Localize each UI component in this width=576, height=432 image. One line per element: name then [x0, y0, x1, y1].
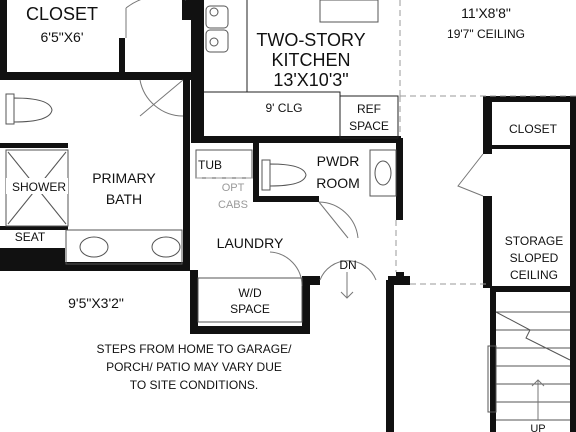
closet-door-swing: [125, 0, 186, 9]
opt-cabs-1: OPT: [222, 182, 245, 194]
wall-top-left-vertical: [0, 0, 7, 74]
powder-room-1: PWDR: [317, 153, 360, 169]
bath-toilet-tank: [5, 93, 15, 125]
note-line-2: PORCH/ PATIO MAY VARY DUE: [106, 360, 282, 374]
shower-label: SHOWER: [12, 180, 66, 194]
powder-room-2: ROOM: [316, 175, 360, 191]
wall-bath-right: [183, 78, 190, 270]
kitchen-dims: 13'X10'3": [273, 70, 348, 90]
kitchen-island: [319, 0, 379, 23]
tub-label: TUB: [198, 158, 222, 172]
wall-storage-bottom: [490, 286, 576, 292]
wall-stair-top-left: [310, 276, 320, 285]
shower-label-bg: [6, 178, 68, 194]
kitchen-clg: 9' CLG: [266, 101, 303, 115]
cooktop-burner-1: [209, 7, 219, 17]
tub-outline: [195, 149, 253, 179]
note-line-3: TO SITE CONDITIONS.: [130, 378, 258, 392]
wall-seat-block: [0, 248, 65, 271]
opt-cabs-2: CABS: [218, 199, 248, 211]
wall-storage-left-top: [483, 96, 492, 154]
seat-label: SEAT: [15, 230, 46, 244]
wall-closet-bottom: [0, 72, 195, 80]
pwdr-sink: [374, 160, 392, 186]
great-room-ceiling: 19'7" CEILING: [447, 27, 525, 41]
wall-seat-top: [0, 226, 68, 230]
ref-space-2: SPACE: [349, 119, 389, 133]
primary-bath-2: BATH: [106, 191, 142, 207]
site-note: STEPS FROM HOME TO GARAGE/ PORCH/ PATIO …: [97, 342, 293, 392]
pwdr-toilet-bowl: [269, 163, 307, 187]
ref-space-1: REF: [357, 102, 381, 116]
bath-door-swing: [139, 79, 184, 117]
kitchen-dishwasher: [205, 29, 229, 53]
kitchen-sink: [205, 5, 229, 29]
storage-1: STORAGE: [505, 234, 563, 248]
stairs-up: [487, 311, 571, 421]
room-labels: CLOSET 6'5"X6' TWO-STORY KITCHEN 13'X10'…: [6, 4, 563, 432]
pwdr-door-leaf: [318, 201, 349, 239]
pwdr-vanity: [369, 149, 397, 197]
wall-powder-right: [396, 138, 403, 220]
wall-stair-right: [386, 280, 394, 432]
kitchen-name-2: KITCHEN: [271, 50, 350, 70]
bath-sink-left: [79, 236, 109, 258]
wd-space-box: [197, 277, 303, 323]
ref-space-box: [339, 95, 399, 139]
pwdr-toilet-tank: [261, 159, 271, 191]
wall-storage-divider: [483, 145, 576, 149]
storage-2: SLOPED: [510, 251, 559, 265]
wd-space-1: W/D: [238, 286, 262, 300]
bath-sink-right: [151, 236, 181, 258]
kitchen-counter-line: [204, 91, 341, 138]
stair-break-line: [495, 311, 571, 361]
great-room-dims: 11'X8'8": [461, 5, 511, 21]
closet-right-door: [457, 153, 484, 197]
pwdr-door-swing: [318, 201, 359, 239]
laundry-door-swing: [269, 251, 303, 287]
lower-area-dims: 9'5"X3'2": [68, 295, 124, 311]
closet-top-dims: 6'5"X6': [40, 29, 83, 45]
bath-toilet-bowl: [13, 97, 53, 123]
dn-label: DN: [339, 258, 356, 272]
stair-rail: [487, 345, 497, 413]
bath-door-leaf: [139, 79, 184, 117]
primary-bath-1: PRIMARY: [92, 170, 156, 186]
wall-powder-left: [253, 143, 259, 200]
closet-top-name: CLOSET: [26, 4, 98, 24]
wall-closet-right-top: [483, 96, 576, 102]
stairs-up-label: UP: [530, 423, 545, 432]
kitchen-name-1: TWO-STORY: [256, 30, 365, 50]
dn-stair-door: [319, 260, 377, 281]
wall-storage-right: [570, 96, 576, 432]
wall-laundry-bottom: [190, 326, 308, 334]
wall-kitchen-bottom: [191, 136, 401, 143]
wall-laundry-left: [190, 270, 198, 334]
wall-dn-post: [396, 272, 404, 284]
storage-3: CEILING: [510, 268, 558, 282]
laundry-label: LAUNDRY: [217, 235, 284, 251]
wall-up-stair-left: [490, 290, 496, 432]
wall-laundry-right: [302, 276, 310, 334]
wall-storage-left-bottom: [483, 196, 492, 288]
wall-shower-top: [0, 143, 68, 148]
bath-vanity: [65, 229, 183, 265]
wall-kitchen-left: [191, 0, 204, 140]
up-arrow-head: [531, 379, 545, 387]
doors: [125, 0, 484, 299]
dn-arrow-head: [340, 291, 354, 299]
closet-right-name: CLOSET: [509, 122, 558, 136]
cooktop-burner-2: [209, 37, 219, 47]
note-line-1: STEPS FROM HOME TO GARAGE/: [97, 342, 293, 356]
wall-bath-bottom: [0, 262, 190, 271]
wall-closet-right: [119, 38, 125, 78]
wall-powder-bottom: [253, 196, 319, 202]
wd-space-2: SPACE: [230, 302, 270, 316]
